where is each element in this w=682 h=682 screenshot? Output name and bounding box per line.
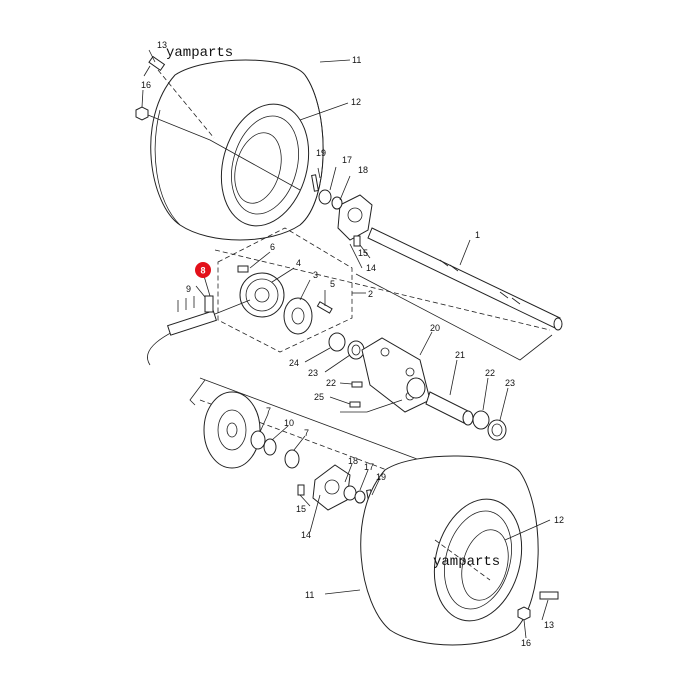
callout-19-lower: 19 bbox=[376, 472, 386, 482]
callout-6: 6 bbox=[270, 242, 275, 252]
bearing-20[interactable] bbox=[406, 377, 426, 399]
callout-23-right: 23 bbox=[505, 378, 515, 388]
callout-18-upper: 18 bbox=[358, 165, 368, 175]
callout-11-lower: 11 bbox=[305, 590, 314, 600]
callout-22-left: 22 bbox=[326, 378, 336, 388]
watermark-top: yamparts bbox=[166, 45, 233, 61]
watermark-bottom: yamparts bbox=[433, 554, 500, 570]
sprocket-group-box bbox=[217, 227, 353, 353]
callout-8-highlight[interactable]: 8 bbox=[195, 262, 211, 278]
lower-hub[interactable] bbox=[312, 464, 351, 511]
callout-18-lower: 18 bbox=[348, 456, 358, 466]
callout-16-lower: 16 bbox=[521, 638, 531, 648]
callout-9: 9 bbox=[186, 284, 191, 294]
callout-12-lower: 12 bbox=[554, 515, 564, 525]
callout-labels: 13 11 12 16 19 17 18 1 15 14 6 4 3 5 2 9… bbox=[141, 40, 564, 648]
callout-19-upper: 19 bbox=[316, 148, 326, 158]
sprocket[interactable] bbox=[239, 272, 285, 318]
seal-23[interactable] bbox=[487, 419, 507, 441]
callout-22-right: 22 bbox=[485, 368, 495, 378]
callout-5: 5 bbox=[330, 279, 335, 289]
lower-nut[interactable] bbox=[517, 606, 531, 621]
callout-12-upper: 12 bbox=[351, 97, 361, 107]
lower-bearing-parts[interactable] bbox=[297, 484, 374, 507]
callout-11-upper: 11 bbox=[352, 55, 361, 65]
bolts-22-25[interactable] bbox=[349, 381, 363, 408]
callout-21: 21 bbox=[455, 350, 465, 360]
axle-housing[interactable] bbox=[361, 337, 431, 413]
callout-13-lower: 13 bbox=[544, 620, 554, 630]
spacer-7b[interactable] bbox=[284, 449, 300, 469]
sprocket-hub[interactable] bbox=[283, 297, 313, 335]
callout-7-lower: 7 bbox=[304, 428, 309, 438]
callout-3: 3 bbox=[313, 270, 318, 280]
drive-chain[interactable] bbox=[147, 295, 251, 366]
callout-2: 2 bbox=[368, 289, 373, 299]
upper-tire[interactable] bbox=[150, 59, 324, 241]
callout-14-upper: 14 bbox=[366, 263, 376, 273]
upper-bearing-parts[interactable] bbox=[311, 174, 361, 247]
callout-13-upper: 13 bbox=[157, 40, 167, 50]
lower-valve[interactable] bbox=[539, 591, 559, 600]
sleeve-21[interactable] bbox=[425, 391, 474, 426]
callout-25: 25 bbox=[314, 392, 324, 402]
spacer-7[interactable] bbox=[250, 430, 266, 450]
callout-24: 24 bbox=[289, 358, 299, 368]
upper-hub[interactable] bbox=[337, 194, 373, 241]
sprocket-stud[interactable] bbox=[316, 301, 333, 314]
sprocket-bolt[interactable] bbox=[237, 265, 249, 273]
callout-7-upper: 7 bbox=[266, 406, 271, 416]
brake-disc[interactable] bbox=[203, 391, 261, 469]
seal-24[interactable] bbox=[328, 332, 346, 352]
callout-20: 20 bbox=[430, 323, 440, 333]
callout-10: 10 bbox=[284, 418, 294, 428]
rear-axle[interactable] bbox=[367, 227, 563, 331]
callout-15-lower: 15 bbox=[296, 504, 306, 514]
upper-valve[interactable] bbox=[143, 55, 166, 77]
callout-4: 4 bbox=[296, 258, 301, 268]
collar-10[interactable] bbox=[263, 438, 277, 456]
callout-16-upper: 16 bbox=[141, 80, 151, 90]
highlight-badge bbox=[195, 262, 211, 278]
callout-8: 8 bbox=[200, 266, 205, 276]
upper-nut[interactable] bbox=[135, 106, 149, 121]
leader-lines bbox=[141, 49, 551, 639]
seal-22[interactable] bbox=[472, 410, 490, 430]
callout-17-upper: 17 bbox=[342, 155, 352, 165]
callout-15-upper: 15 bbox=[358, 248, 368, 258]
callout-17-lower: 17 bbox=[364, 462, 374, 472]
callout-23-left: 23 bbox=[308, 368, 318, 378]
callout-14-lower: 14 bbox=[301, 530, 311, 540]
callout-1: 1 bbox=[475, 230, 480, 240]
